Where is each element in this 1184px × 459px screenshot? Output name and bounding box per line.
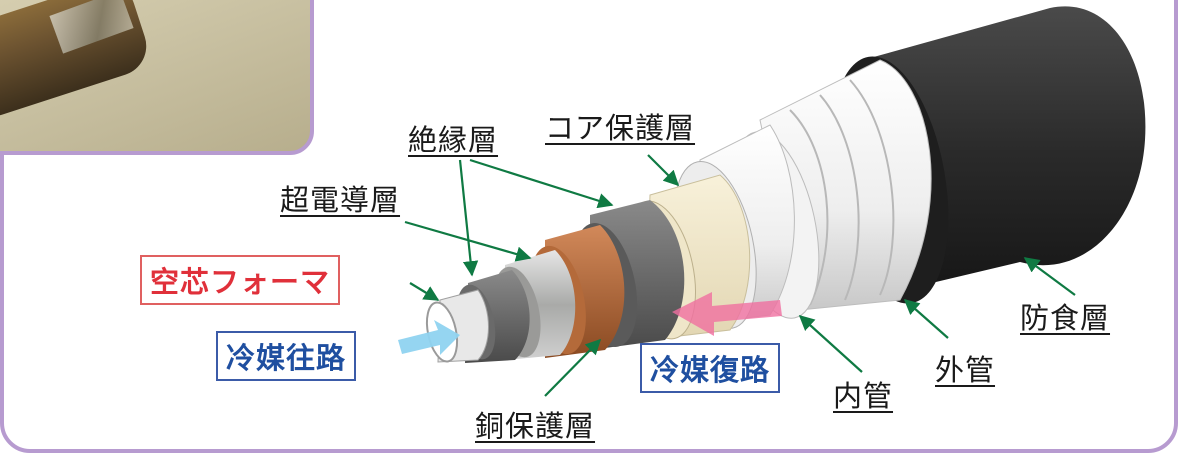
leader-outer-pipe (903, 298, 949, 339)
label-insulation: 絶縁層 (408, 123, 499, 157)
coolant-forward-arrow (398, 320, 460, 355)
label-anticorrosion: 防食層 (1020, 301, 1111, 335)
hollow-former (425, 289, 489, 363)
label-coolant-forward: 冷媒往路 (216, 331, 357, 381)
label-core-protection: コア保護層 (545, 111, 696, 145)
leader-core-protection (647, 154, 680, 187)
label-outer-pipe: 外管 (935, 353, 996, 387)
leader-anticorrosion (1023, 257, 1076, 296)
coolant-return-arrow (672, 292, 782, 336)
label-superconductor: 超電導層 (280, 183, 401, 217)
leader-hollow-former (409, 282, 440, 301)
label-inner-pipe: 内管 (833, 379, 894, 413)
leader-superconductor (404, 220, 532, 262)
leader-insulation-inner (458, 159, 479, 277)
label-copper-protection: 銅保護層 (475, 409, 596, 443)
leader-inner-pipe (798, 314, 863, 373)
leader-copper-protection (544, 338, 602, 397)
leader-insulation-outer (469, 158, 614, 209)
label-coolant-return: 冷媒復路 (640, 343, 781, 393)
label-hollow-former: 空芯フォーマ (140, 255, 341, 305)
cable-photo (0, 0, 314, 155)
